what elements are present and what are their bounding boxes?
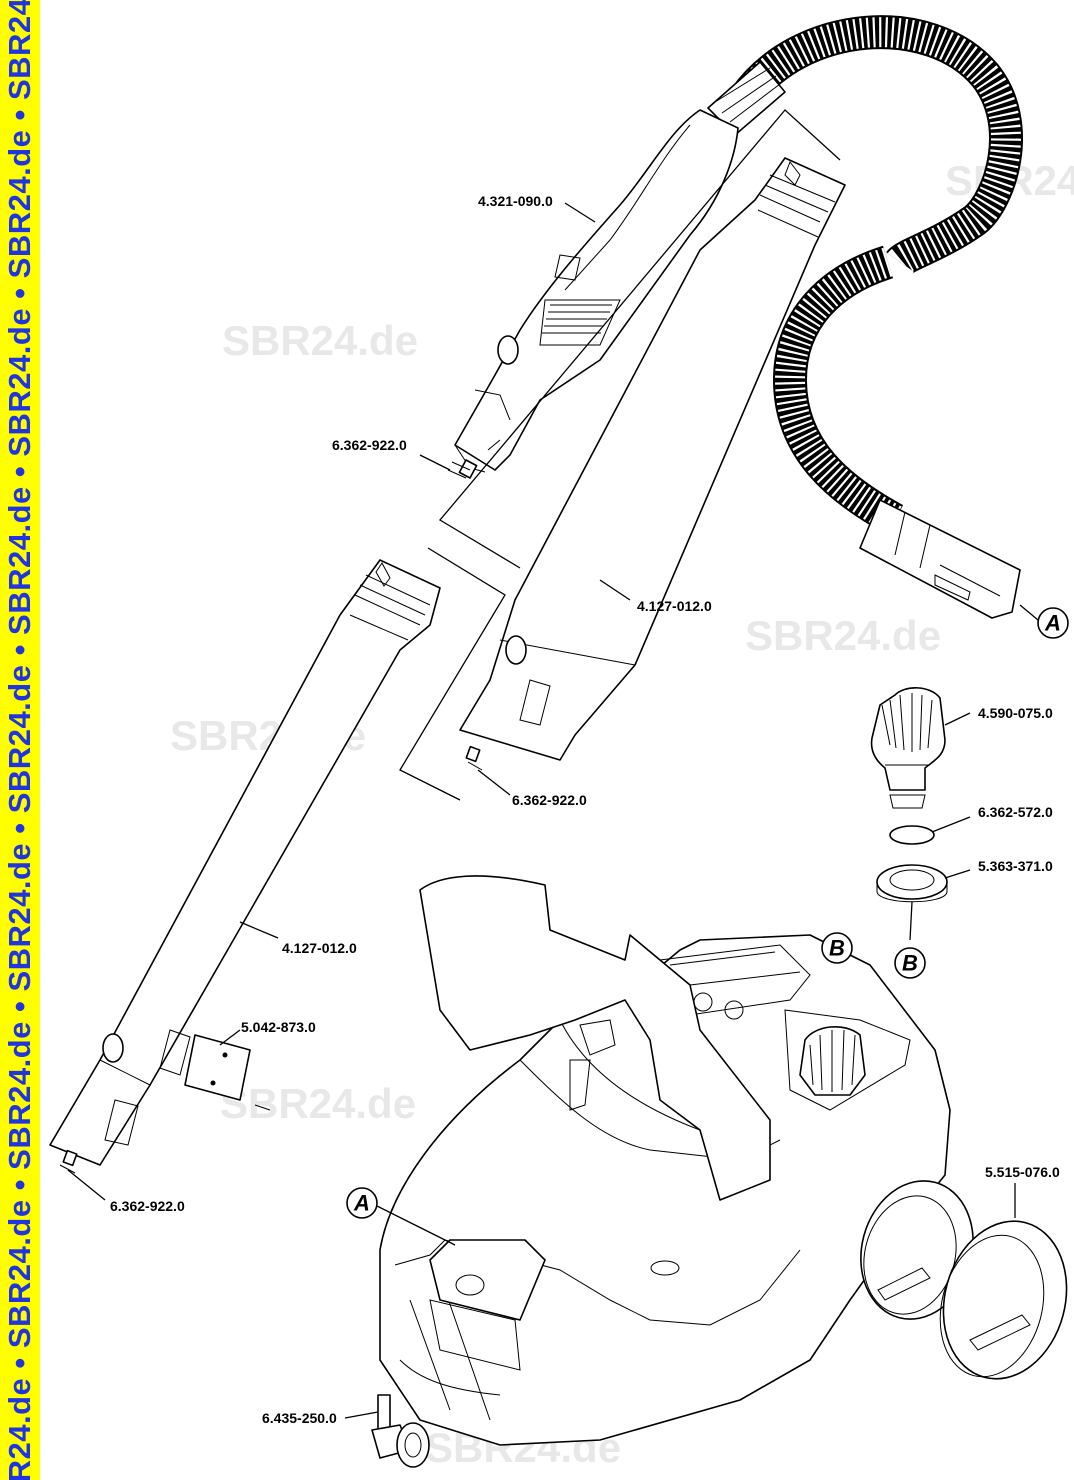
leader-lines <box>67 202 1039 1419</box>
part-label-6-435-250-0: 6.435-250.0 <box>262 1410 337 1426</box>
part-label-6-362-922-0-lower: 6.362-922.0 <box>110 1198 185 1214</box>
watermark-1: SBR24.de <box>222 317 418 364</box>
part-label-6-362-922-0-middle: 6.362-922.0 <box>512 792 587 808</box>
ref-a-hose: A <box>1037 607 1069 639</box>
clip-part <box>159 1029 271 1111</box>
part-label-6-362-922-0-upper: 6.362-922.0 <box>332 437 407 453</box>
explode-bracket-middle <box>399 547 506 801</box>
sidebar-watermark-strip: R24.de • SBR24.de • SBR24.de • SBR24.de … <box>0 0 40 1480</box>
seal-upper <box>447 461 471 479</box>
ref-b-body-label: B <box>829 936 845 961</box>
ref-b-seal: B <box>894 947 926 979</box>
upper-extension-tube <box>459 157 846 763</box>
part-label-4-321-090-0: 4.321-090.0 <box>478 193 553 209</box>
watermark-3: SBR24.de <box>745 612 941 659</box>
machine-body <box>379 875 951 1446</box>
castor-wheel-part <box>371 1394 430 1468</box>
part-label-5-515-076-0: 5.515-076.0 <box>985 1164 1060 1180</box>
ref-b-seal-label: B <box>902 951 918 976</box>
lower-extension-tube <box>49 559 441 1167</box>
explode-bracket-upper <box>439 109 841 569</box>
rear-wheel-right <box>939 1220 1068 1380</box>
ref-a-hose-label: A <box>1044 611 1061 636</box>
ref-a-body: A <box>346 1187 378 1219</box>
filler-cap-part <box>870 687 946 809</box>
part-label-6-362-572-0: 6.362-572.0 <box>978 804 1053 820</box>
o-ring-part <box>889 825 935 845</box>
seal-lower <box>59 1164 76 1174</box>
seal-middle <box>467 761 483 771</box>
watermark-5: SBR24.de <box>220 1080 416 1127</box>
hand-grip-part <box>454 109 739 479</box>
corrugated-hose <box>707 15 1023 619</box>
part-label-4-127-012-0-lower: 4.127-012.0 <box>282 940 357 956</box>
seal-ring-part <box>876 864 948 903</box>
part-label-4-127-012-0-upper: 4.127-012.0 <box>637 598 712 614</box>
part-label-5-042-873-0: 5.042-873.0 <box>241 1019 316 1035</box>
ref-b-body: B <box>821 932 853 964</box>
part-label-4-590-075-0: 4.590-075.0 <box>978 705 1053 721</box>
part-label-5-363-371-0: 5.363-371.0 <box>978 858 1053 874</box>
ref-a-body-label: A <box>353 1191 370 1216</box>
